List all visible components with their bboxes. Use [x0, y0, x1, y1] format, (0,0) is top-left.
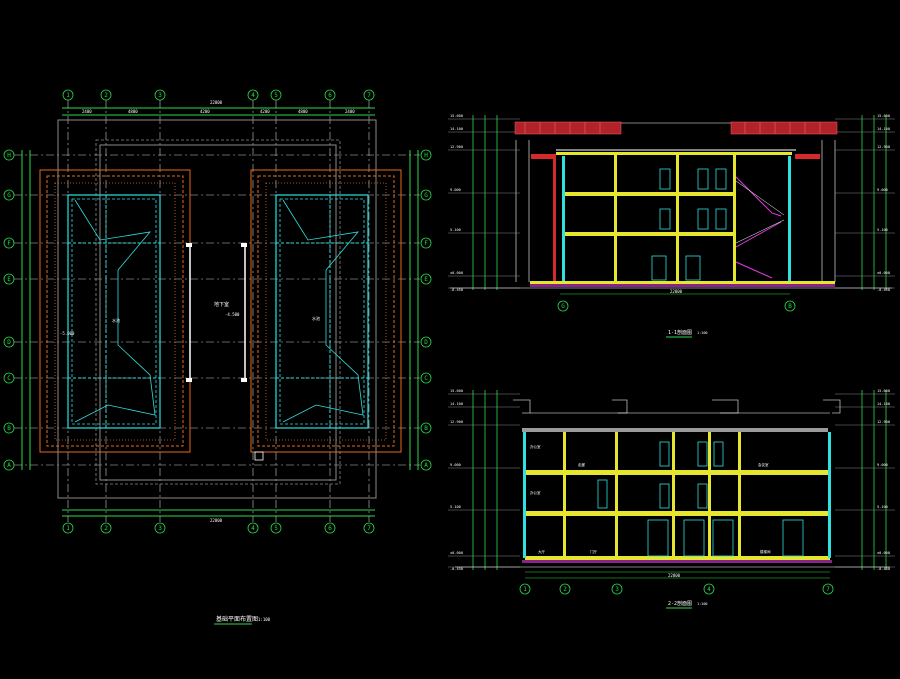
- s1-lv-5: 5.100: [450, 228, 461, 232]
- axis-left-H: H: [7, 152, 11, 159]
- section-1-1: 22800 G B 15.600 14.100 12.900 9.000 5.1…: [448, 114, 895, 338]
- axis-right-G: G: [424, 192, 428, 199]
- small-level: -5.000: [60, 331, 75, 336]
- s2-lv-7: -0.450: [450, 567, 463, 571]
- axis-left-D: D: [7, 339, 11, 346]
- s2-rlv-6: ±0.000: [877, 551, 890, 555]
- s1-axis-1: G: [561, 303, 565, 310]
- axis-top-4: 4: [251, 92, 255, 99]
- axis-right-B: B: [424, 425, 428, 432]
- dim-a: 2400: [82, 109, 92, 114]
- axis-top-2: 2: [104, 92, 108, 99]
- foundation-plan: 地下室 -4.500 水池 水池 -5.000 2400 4800 4200 4…: [3, 89, 432, 625]
- s2-rlv-2: 14.100: [877, 402, 890, 406]
- s1-scale: 1:100: [697, 331, 708, 335]
- s2-axis-3: 3: [615, 586, 619, 593]
- s1-lv-4: 9.000: [450, 188, 461, 192]
- axis-left-E: E: [7, 276, 11, 283]
- s2-scale: 1:100: [697, 602, 708, 606]
- dim-b: 4800: [128, 109, 138, 114]
- dim-c: 4200: [200, 109, 210, 114]
- s2-lv-4: 9.000: [450, 463, 461, 467]
- axis-bottom-2: 2: [104, 525, 108, 532]
- s2-dim-total: 22800: [668, 573, 681, 578]
- s2-axis-1: 1: [523, 586, 527, 593]
- axis-top-1: 1: [66, 92, 70, 99]
- dim-e: 4800: [298, 109, 308, 114]
- axis-bottom-1: 1: [66, 525, 70, 532]
- axis-right-D: D: [424, 339, 428, 346]
- axis-bottom-3: 3: [158, 525, 162, 532]
- s2-rlv-5: 5.100: [877, 505, 888, 509]
- section-2-2: 22800 1 2 3 4 7 办公室 办公室 走廊 会议室 大厅 门厅 楼梯间…: [448, 389, 895, 609]
- s2-room-1: 办公室: [530, 444, 541, 449]
- s2-axis-4: 4: [707, 586, 711, 593]
- s2-lv-1: 15.600: [450, 389, 463, 393]
- s1-rlv-6: ±0.000: [877, 271, 890, 275]
- s1-rlv-4: 9.000: [877, 188, 888, 192]
- axis-bottom-6: 6: [328, 525, 332, 532]
- axis-top-7: 7: [367, 92, 371, 99]
- s2-axis-5: 7: [826, 586, 830, 593]
- s1-rlv-1: 15.600: [877, 114, 890, 118]
- axis-bottom-5: 5: [274, 525, 278, 532]
- axis-right-A: A: [424, 462, 428, 469]
- axis-top-5: 5: [274, 92, 278, 99]
- s1-lv-3: 12.900: [450, 145, 463, 149]
- dim-total: 22800: [210, 100, 223, 105]
- s1-lv-2: 14.100: [450, 127, 463, 131]
- axis-left-C: C: [7, 375, 11, 382]
- s2-room-4: 会议室: [758, 462, 769, 467]
- axis-right-C: C: [424, 375, 428, 382]
- s2-room-5: 大厅: [538, 549, 546, 554]
- s2-title: 2-2剖面图: [668, 600, 692, 607]
- plan-scale: 1:100: [258, 617, 271, 622]
- dim-total-bottom: 22800: [210, 518, 223, 523]
- s1-axis-2: B: [788, 303, 792, 310]
- s2-lv-5: 5.100: [450, 505, 461, 509]
- s1-rlv-5: 5.100: [877, 228, 888, 232]
- axis-bottom-7: 7: [367, 525, 371, 532]
- axis-left-G: G: [7, 192, 11, 199]
- s2-lv-2: 14.100: [450, 402, 463, 406]
- s2-axis-2: 2: [563, 586, 567, 593]
- s1-rlv-3: 12.900: [877, 145, 890, 149]
- plan-title: 基础平面布置图: [216, 615, 258, 623]
- s2-room-2: 办公室: [530, 490, 541, 495]
- s1-lv-7: -0.450: [450, 288, 463, 292]
- axis-right-E: E: [424, 276, 428, 283]
- axis-top-3: 3: [158, 92, 162, 99]
- s1-rlv-7: -0.450: [877, 288, 890, 292]
- s1-dim-total: 22800: [670, 289, 683, 294]
- left-pool-label: 水池: [112, 317, 120, 323]
- s2-rlv-1: 15.600: [877, 389, 890, 393]
- dim-f: 2400: [345, 109, 355, 114]
- s1-title: 1-1剖面图: [668, 329, 692, 336]
- axis-right-F: F: [424, 240, 428, 247]
- center-level: -4.500: [225, 312, 240, 317]
- axis-left-B: B: [7, 425, 11, 432]
- s2-lv-3: 12.900: [450, 420, 463, 424]
- s2-rlv-7: -0.450: [877, 567, 890, 571]
- right-pool-label: 水池: [312, 315, 320, 321]
- s2-room-7: 楼梯间: [760, 549, 771, 554]
- s2-lv-6: ±0.000: [450, 551, 463, 555]
- axis-left-A: A: [7, 462, 11, 469]
- s2-rlv-4: 9.000: [877, 463, 888, 467]
- dim-d: 4200: [260, 109, 270, 114]
- axis-bottom-4: 4: [251, 525, 255, 532]
- center-label: 地下室: [214, 301, 229, 308]
- s1-lv-1: 15.600: [450, 114, 463, 118]
- axis-left-F: F: [7, 240, 11, 247]
- axis-top-6: 6: [328, 92, 332, 99]
- s1-rlv-2: 14.100: [877, 127, 890, 131]
- s1-lv-6: ±0.000: [450, 271, 463, 275]
- s2-room-6: 门厅: [590, 549, 598, 554]
- s2-rlv-3: 12.900: [877, 420, 890, 424]
- s2-room-3: 走廊: [578, 462, 586, 467]
- axis-right-H: H: [424, 152, 428, 159]
